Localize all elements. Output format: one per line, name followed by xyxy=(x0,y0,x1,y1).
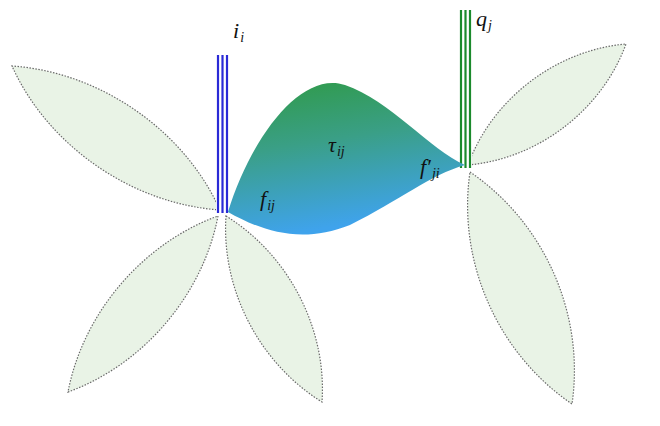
leaf xyxy=(228,83,465,235)
subscript: i xyxy=(240,31,244,45)
green-bar xyxy=(459,10,472,168)
leaf xyxy=(12,66,220,210)
leaf xyxy=(468,44,626,165)
blue-bar xyxy=(216,55,229,213)
subscript: j xyxy=(488,19,492,33)
leaf xyxy=(468,172,575,404)
leaf-label: f xyxy=(260,188,266,210)
leaf-label: f′ xyxy=(420,156,431,178)
bar-label: q xyxy=(476,8,487,30)
subscript: ji xyxy=(432,167,440,181)
leaf-region: fijτijf′ji xyxy=(220,70,470,248)
subscript: ij xyxy=(337,145,345,159)
leaf-shape xyxy=(220,70,470,248)
bar-label: i xyxy=(233,20,239,42)
leaf xyxy=(68,216,218,392)
leaf xyxy=(226,216,323,402)
subscript: ij xyxy=(267,199,275,213)
leaf-label: τ xyxy=(328,134,336,156)
